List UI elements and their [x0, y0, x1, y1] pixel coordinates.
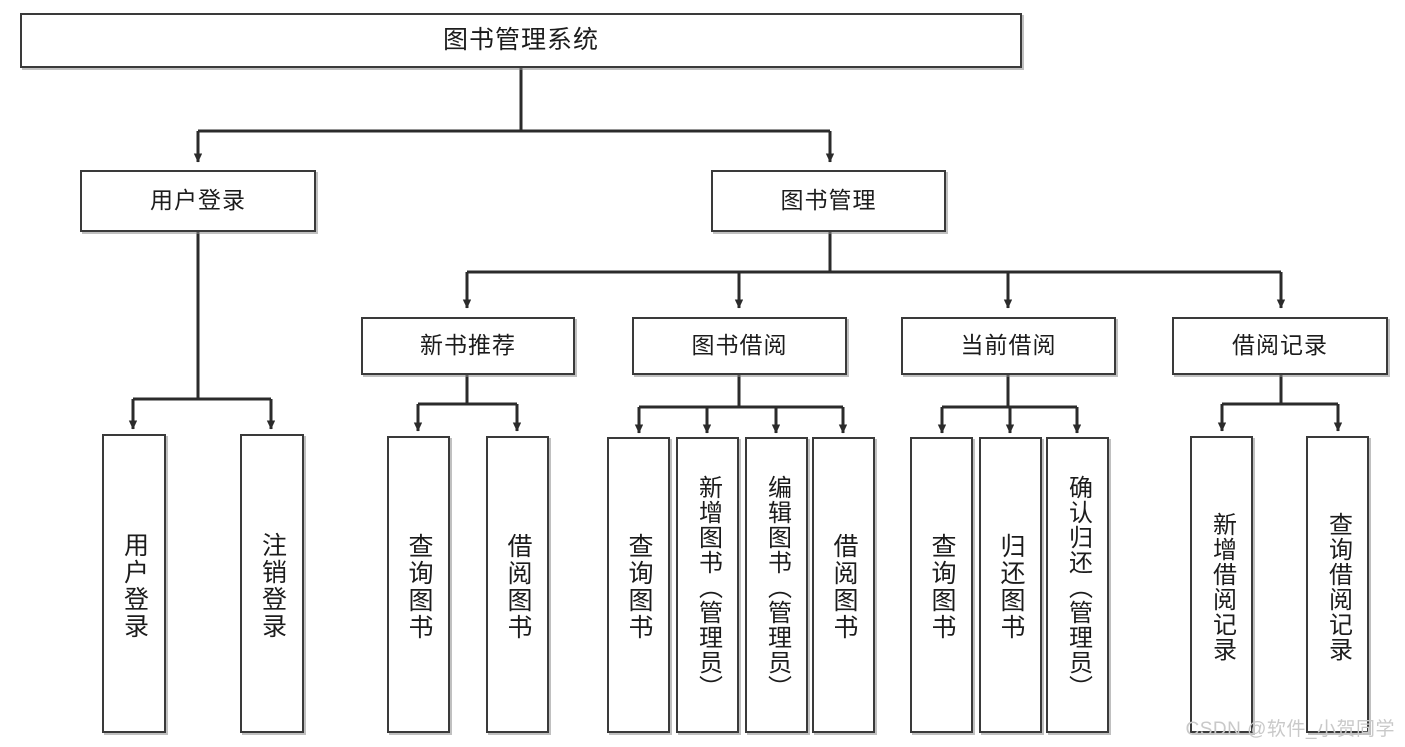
- node-label: 借阅记录: [1232, 332, 1328, 359]
- leaf-user-login[interactable]: 用户登录: [102, 434, 166, 733]
- node-root-system[interactable]: 图书管理系统: [20, 13, 1022, 68]
- node-label: 图书管理: [780, 187, 877, 214]
- leaf-confirm-return[interactable]: 确认归还（管理员）: [1046, 437, 1109, 733]
- node-new-book-rec[interactable]: 新书推荐: [361, 317, 575, 375]
- leaf-borrow-book-1[interactable]: 借阅图书: [486, 436, 549, 733]
- node-label: 确认归还（管理员）: [1064, 474, 1092, 700]
- node-label: 归还图书: [997, 533, 1025, 641]
- node-label: 注销登录: [258, 531, 287, 640]
- node-label: 编辑图书（管理员）: [763, 474, 791, 700]
- leaf-query-book-2[interactable]: 查询图书: [607, 437, 670, 733]
- leaf-query-record[interactable]: 查询借阅记录: [1306, 436, 1369, 733]
- node-borrow-record[interactable]: 借阅记录: [1172, 317, 1388, 375]
- node-user-login[interactable]: 用户登录: [80, 170, 316, 232]
- leaf-edit-book[interactable]: 编辑图书（管理员）: [745, 437, 808, 733]
- node-label: 当前借阅: [960, 332, 1057, 359]
- node-label: 图书借阅: [691, 332, 788, 359]
- node-book-borrow[interactable]: 图书借阅: [632, 317, 847, 375]
- leaf-query-book-1[interactable]: 查询图书: [387, 436, 450, 733]
- node-label: 借阅图书: [504, 532, 532, 641]
- csdn-watermark: CSDN @软件_小贺同学: [1185, 719, 1395, 740]
- leaf-logout-login[interactable]: 注销登录: [240, 434, 304, 733]
- node-label: 查询图书: [405, 532, 433, 641]
- node-label: 查询借阅记录: [1324, 511, 1352, 662]
- node-label: 新增图书（管理员）: [694, 474, 722, 700]
- leaf-borrow-book-2[interactable]: 借阅图书: [812, 437, 875, 733]
- node-label: 用户登录: [150, 187, 246, 214]
- leaf-add-record[interactable]: 新增借阅记录: [1190, 436, 1253, 733]
- node-label: 用户登录: [120, 531, 149, 640]
- leaf-add-book[interactable]: 新增图书（管理员）: [676, 437, 739, 733]
- node-label: 图书管理系统: [442, 25, 599, 54]
- node-label: 新增借阅记录: [1208, 511, 1236, 662]
- leaf-return-book[interactable]: 归还图书: [979, 437, 1042, 733]
- node-book-manage[interactable]: 图书管理: [711, 170, 946, 232]
- node-label: 查询图书: [928, 533, 956, 641]
- node-label: 新书推荐: [420, 332, 516, 359]
- node-label: 查询图书: [625, 533, 653, 641]
- node-label: 借阅图书: [830, 533, 858, 641]
- node-current-borrow[interactable]: 当前借阅: [901, 317, 1116, 375]
- leaf-query-book-3[interactable]: 查询图书: [910, 437, 973, 733]
